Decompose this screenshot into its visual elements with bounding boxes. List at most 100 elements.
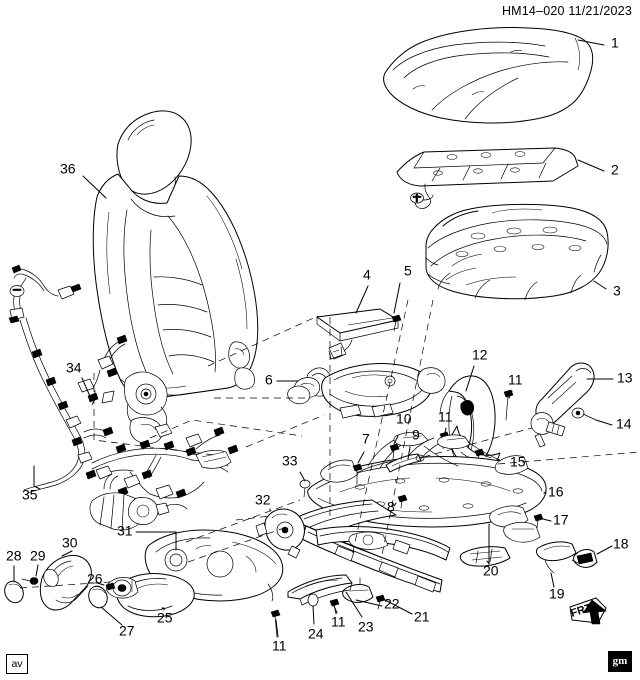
align-box-a (93, 373, 215, 456)
leader-11b (508, 390, 513, 399)
part-4-seat-control-module (316, 308, 399, 360)
callout-4: 4 (363, 267, 371, 283)
part-36-seat-back-assembly (92, 110, 259, 400)
leader-22-tail (355, 599, 383, 607)
part-26-handle-screw (105, 582, 116, 591)
align-dash-g (187, 527, 285, 563)
leader-9 (407, 446, 411, 460)
seat-back-lower-frame (287, 363, 446, 419)
seat-track-rails (297, 499, 541, 593)
part-18-track-end-cap (571, 549, 598, 568)
callout-24: 24 (308, 626, 324, 642)
part-32-seat-latch (255, 508, 305, 559)
leader-26 (96, 582, 105, 586)
leader-11a (443, 427, 447, 438)
part-9-adjuster-link (385, 453, 425, 473)
align-dash-15 (411, 427, 533, 461)
leader-34 (81, 377, 93, 402)
leader-29 (35, 564, 39, 577)
callout-34: 34 (66, 360, 82, 376)
leader-14 (595, 419, 613, 426)
part-28-lever-cap (4, 580, 24, 604)
leader-33 (299, 471, 306, 482)
leader-3 (593, 280, 607, 290)
part-14-motor-bolt (571, 407, 597, 421)
align-dash-a (207, 315, 319, 367)
seat-back-hinge-mechanism (101, 371, 173, 445)
callout-3: 3 (613, 283, 621, 299)
part-23-side-trim-panel (287, 574, 353, 606)
leader-30 (61, 550, 73, 557)
part-29-lever-screw (21, 577, 39, 585)
callout-15: 15 (510, 454, 526, 470)
part-30-height-adjust-lever (39, 554, 92, 611)
leader-11d (275, 619, 279, 638)
part-17-frame-rear-bolt (533, 513, 544, 529)
part-8-frame-screw (397, 494, 408, 509)
callout-28: 28 (6, 548, 22, 564)
leader-27 (100, 606, 123, 626)
callout-11d: 11 (272, 638, 287, 654)
leader-7 (357, 451, 365, 464)
part-13-lumbar-motor (530, 362, 595, 448)
frt-orientation-symbol: FRT (569, 597, 607, 625)
part-24-trim-clip (307, 593, 319, 607)
callout-2: 2 (611, 162, 619, 178)
leader-23 (345, 591, 363, 618)
part-2-seat-cushion-heater-pad (396, 147, 579, 209)
align-box-c (149, 419, 303, 439)
part-19-track-cover (535, 541, 577, 574)
leader-24 (312, 605, 315, 625)
callout-14: 14 (616, 416, 632, 432)
callout-9: 9 (412, 427, 420, 443)
callout-25: 25 (157, 610, 173, 626)
callout-19: 19 (549, 586, 565, 602)
callout-30: 30 (62, 535, 78, 551)
part-1-seat-cushion-cover (383, 27, 594, 124)
callout-10: 10 (396, 411, 412, 427)
part-20-track-trim-cover (459, 546, 511, 567)
leader-21 (384, 599, 413, 615)
leader-2 (577, 159, 605, 172)
callout-18: 18 (613, 536, 629, 552)
callout-36: 36 (60, 161, 76, 177)
leader-12 (465, 365, 475, 392)
callout-11a: 11 (438, 409, 453, 425)
leader-17 (542, 518, 552, 522)
callout-22: 22 (384, 596, 400, 612)
callout-7: 7 (362, 431, 370, 447)
callout-23: 23 (358, 619, 374, 635)
align-dash-d (351, 299, 409, 557)
align-dash-f (185, 499, 301, 543)
leader-10 (393, 435, 399, 445)
part-7-frame-bolt (352, 463, 363, 485)
callout-29: 29 (30, 548, 46, 564)
callout-16: 16 (548, 484, 564, 500)
leader-8 (393, 502, 397, 507)
callout-5: 5 (404, 263, 412, 279)
part-34-harness-connector (77, 334, 128, 406)
part-3-seat-cushion-foam (425, 203, 609, 301)
leader-11c (333, 605, 338, 614)
gm-logo: gm (608, 651, 632, 672)
leader-19 (550, 572, 555, 588)
callout-12: 12 (472, 347, 488, 363)
part-27-handle-cap (88, 585, 108, 609)
callout-13: 13 (617, 370, 633, 386)
leader-5 (393, 282, 401, 314)
sheet-code-box: av (6, 654, 28, 674)
callout-27: 27 (119, 623, 135, 639)
callout-numbers: 1 2 3 4 5 6 7 8 9 10 11 11 11 11 12 13 1… (6, 35, 633, 654)
callout-21: 21 (414, 609, 430, 625)
leader-35 (33, 485, 41, 490)
drawing-header: HM14–020 11/21/2023 (501, 4, 632, 18)
callout-17: 17 (553, 512, 569, 528)
align-dash-b (245, 414, 325, 448)
callout-8: 8 (387, 499, 395, 515)
align-dash-j (235, 515, 271, 521)
callout-26: 26 (87, 571, 103, 587)
part-10-link-bolt (389, 443, 400, 460)
part-5-module-bolt (391, 314, 402, 332)
